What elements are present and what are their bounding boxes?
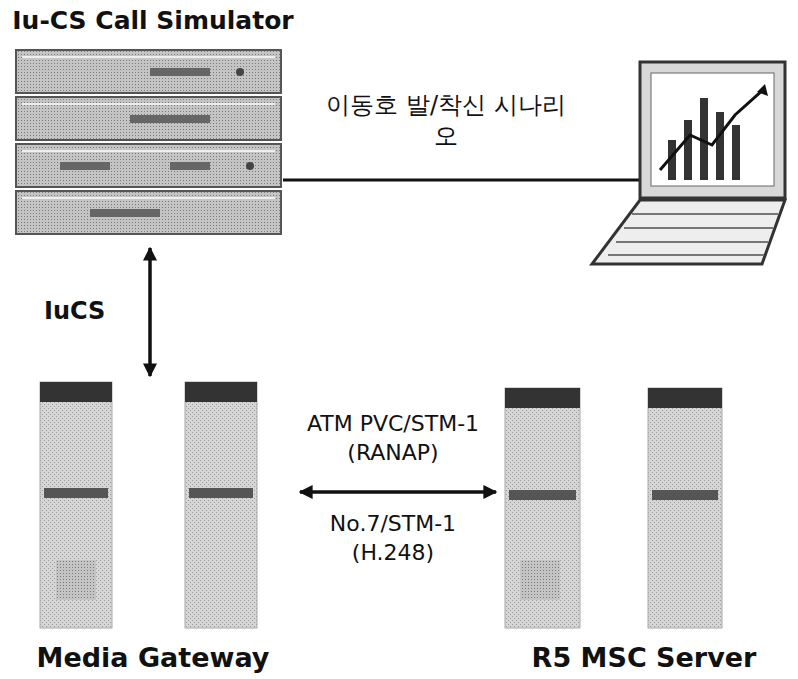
server-node: R5 MSC Server	[498, 378, 790, 676]
signalling-label: No.7/STM-1 (H.248)	[298, 510, 488, 567]
gateway-node: Media Gateway	[8, 378, 298, 676]
equipment-name: Iu-CS Call Simulator	[8, 6, 298, 36]
link-arrow	[300, 490, 496, 494]
scenario-label: 이동호 발/착신 시나리오	[326, 90, 566, 152]
link-arrow	[148, 248, 152, 376]
simulator-rack	[16, 50, 281, 234]
gateway-racks	[40, 382, 257, 628]
link-label: IuCS	[44, 296, 134, 327]
equipment-name: R5 MSC Server	[498, 642, 790, 674]
equipment-name: Media Gateway	[8, 642, 298, 674]
laptop-icon	[592, 62, 785, 264]
server-racks	[505, 388, 722, 628]
link-label: ATM PVC/STM-1 (RANAP)	[298, 410, 488, 467]
scenario-wire	[283, 179, 640, 182]
simulator-node: Iu-CS Call Simulator	[8, 4, 298, 246]
